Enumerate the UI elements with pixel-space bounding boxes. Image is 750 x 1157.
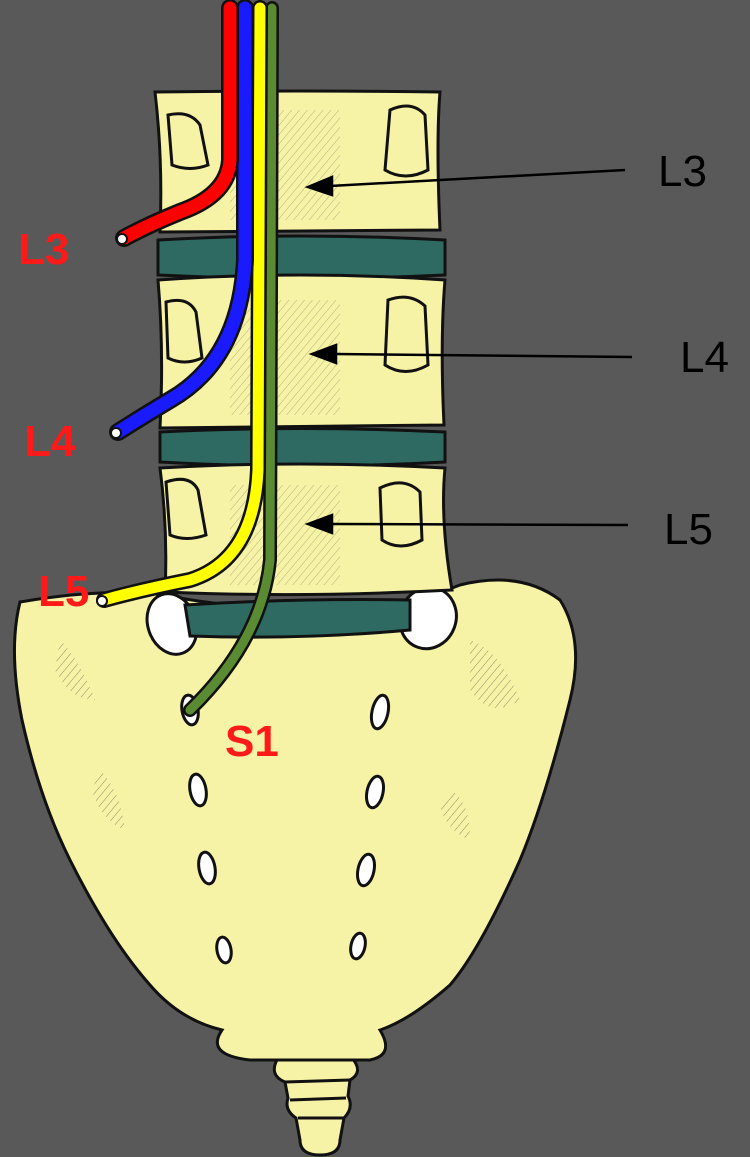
nerve-root-label-s1: S1 xyxy=(225,720,279,764)
arrow-l5 xyxy=(332,524,628,525)
vertebra-label-l4: L4 xyxy=(680,336,729,380)
vertebra-label-l5: L5 xyxy=(664,508,713,552)
vertebra-l4 xyxy=(158,275,445,428)
intervertebral-disc-l3-l4 xyxy=(158,236,445,279)
intervertebral-disc-l5-s1 xyxy=(185,600,410,638)
sacrum xyxy=(14,579,575,1060)
nerve-root-label-l4: L4 xyxy=(24,420,75,464)
coccyx xyxy=(274,1058,357,1155)
nerve-root-label-l3: L3 xyxy=(18,228,69,272)
vertebra-label-l3: L3 xyxy=(658,150,707,194)
nerve-root-label-l5: L5 xyxy=(38,570,89,614)
intervertebral-disc-l4-l5 xyxy=(160,429,445,467)
